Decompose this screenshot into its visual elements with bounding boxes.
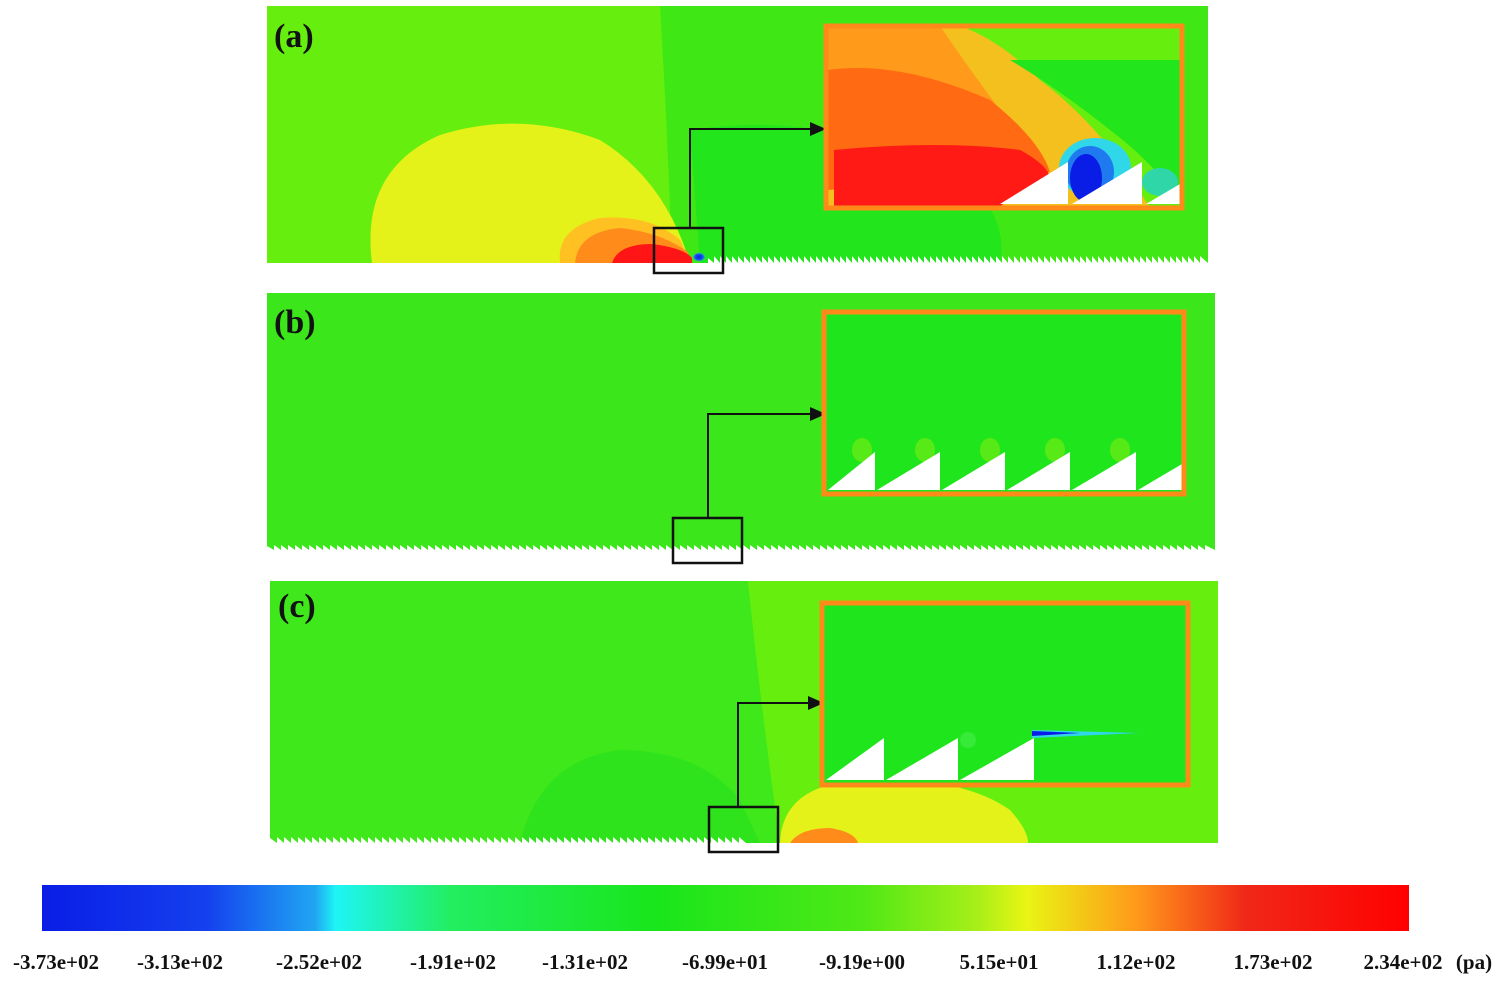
colorbar-tick-label: 1.73e+02 [1233,950,1313,974]
panel-a-red-zone [612,244,692,263]
panel-c-yellow-zone [780,779,1028,843]
panel-a-inset [823,23,1185,211]
panel-a-zoom-box [652,226,725,275]
panel-a-inset-frame [823,23,1185,211]
panel-c-inset-frame [819,600,1191,788]
panel-c: (c) [270,581,1218,854]
colorbar-tick-label: -1.31e+02 [541,950,629,974]
panel-b-label: (b) [274,304,316,341]
panel-a-wall-teeth [708,256,1208,263]
colorbar-tick-label: 5.15e+01 [959,950,1039,974]
panel-a: (a) [267,6,1208,275]
panel-c-arrow-head [808,696,824,710]
colorbar-tick-label: -1.91e+02 [409,950,497,974]
colorbar-unit-label: (pa) [1455,950,1493,974]
panel-c-label: (c) [278,588,316,625]
colorbar-tick-label: -2.52e+02 [275,950,363,974]
panel-c-inset [819,600,1191,788]
colorbar-tick-label: -3.73e+02 [12,950,100,974]
panel-c-orange-zone [790,828,858,843]
colorbar [42,885,1409,931]
panel-a-blue-spot [692,252,706,262]
colorbar-tick-label: 1.12e+02 [1096,950,1176,974]
panel-c-leader-line [737,702,810,807]
panel-a-leader-line [689,128,812,228]
colorbar-tick-label: -6.99e+01 [681,950,769,974]
colorbar-tick-label: 2.34e+02 [1363,950,1443,974]
panel-b-arrow-head [810,407,826,421]
panel-a-arrow-head [810,122,826,136]
panel-b-wall-teeth [267,545,1215,550]
panel-c-dark-green-patch [520,750,760,843]
panel-a-label: (a) [274,18,314,55]
panel-c-zoom-box [707,805,780,854]
panel-b-leader-line [707,413,812,518]
panel-b-inset-frame [821,309,1187,497]
colorbar-tick-label: -3.13e+02 [136,950,224,974]
colorbar-tick-label: -9.19e+00 [818,950,906,974]
panel-b-inset [821,309,1187,497]
panel-b: (b) [267,293,1215,565]
panel-c-wall-teeth [270,837,746,843]
